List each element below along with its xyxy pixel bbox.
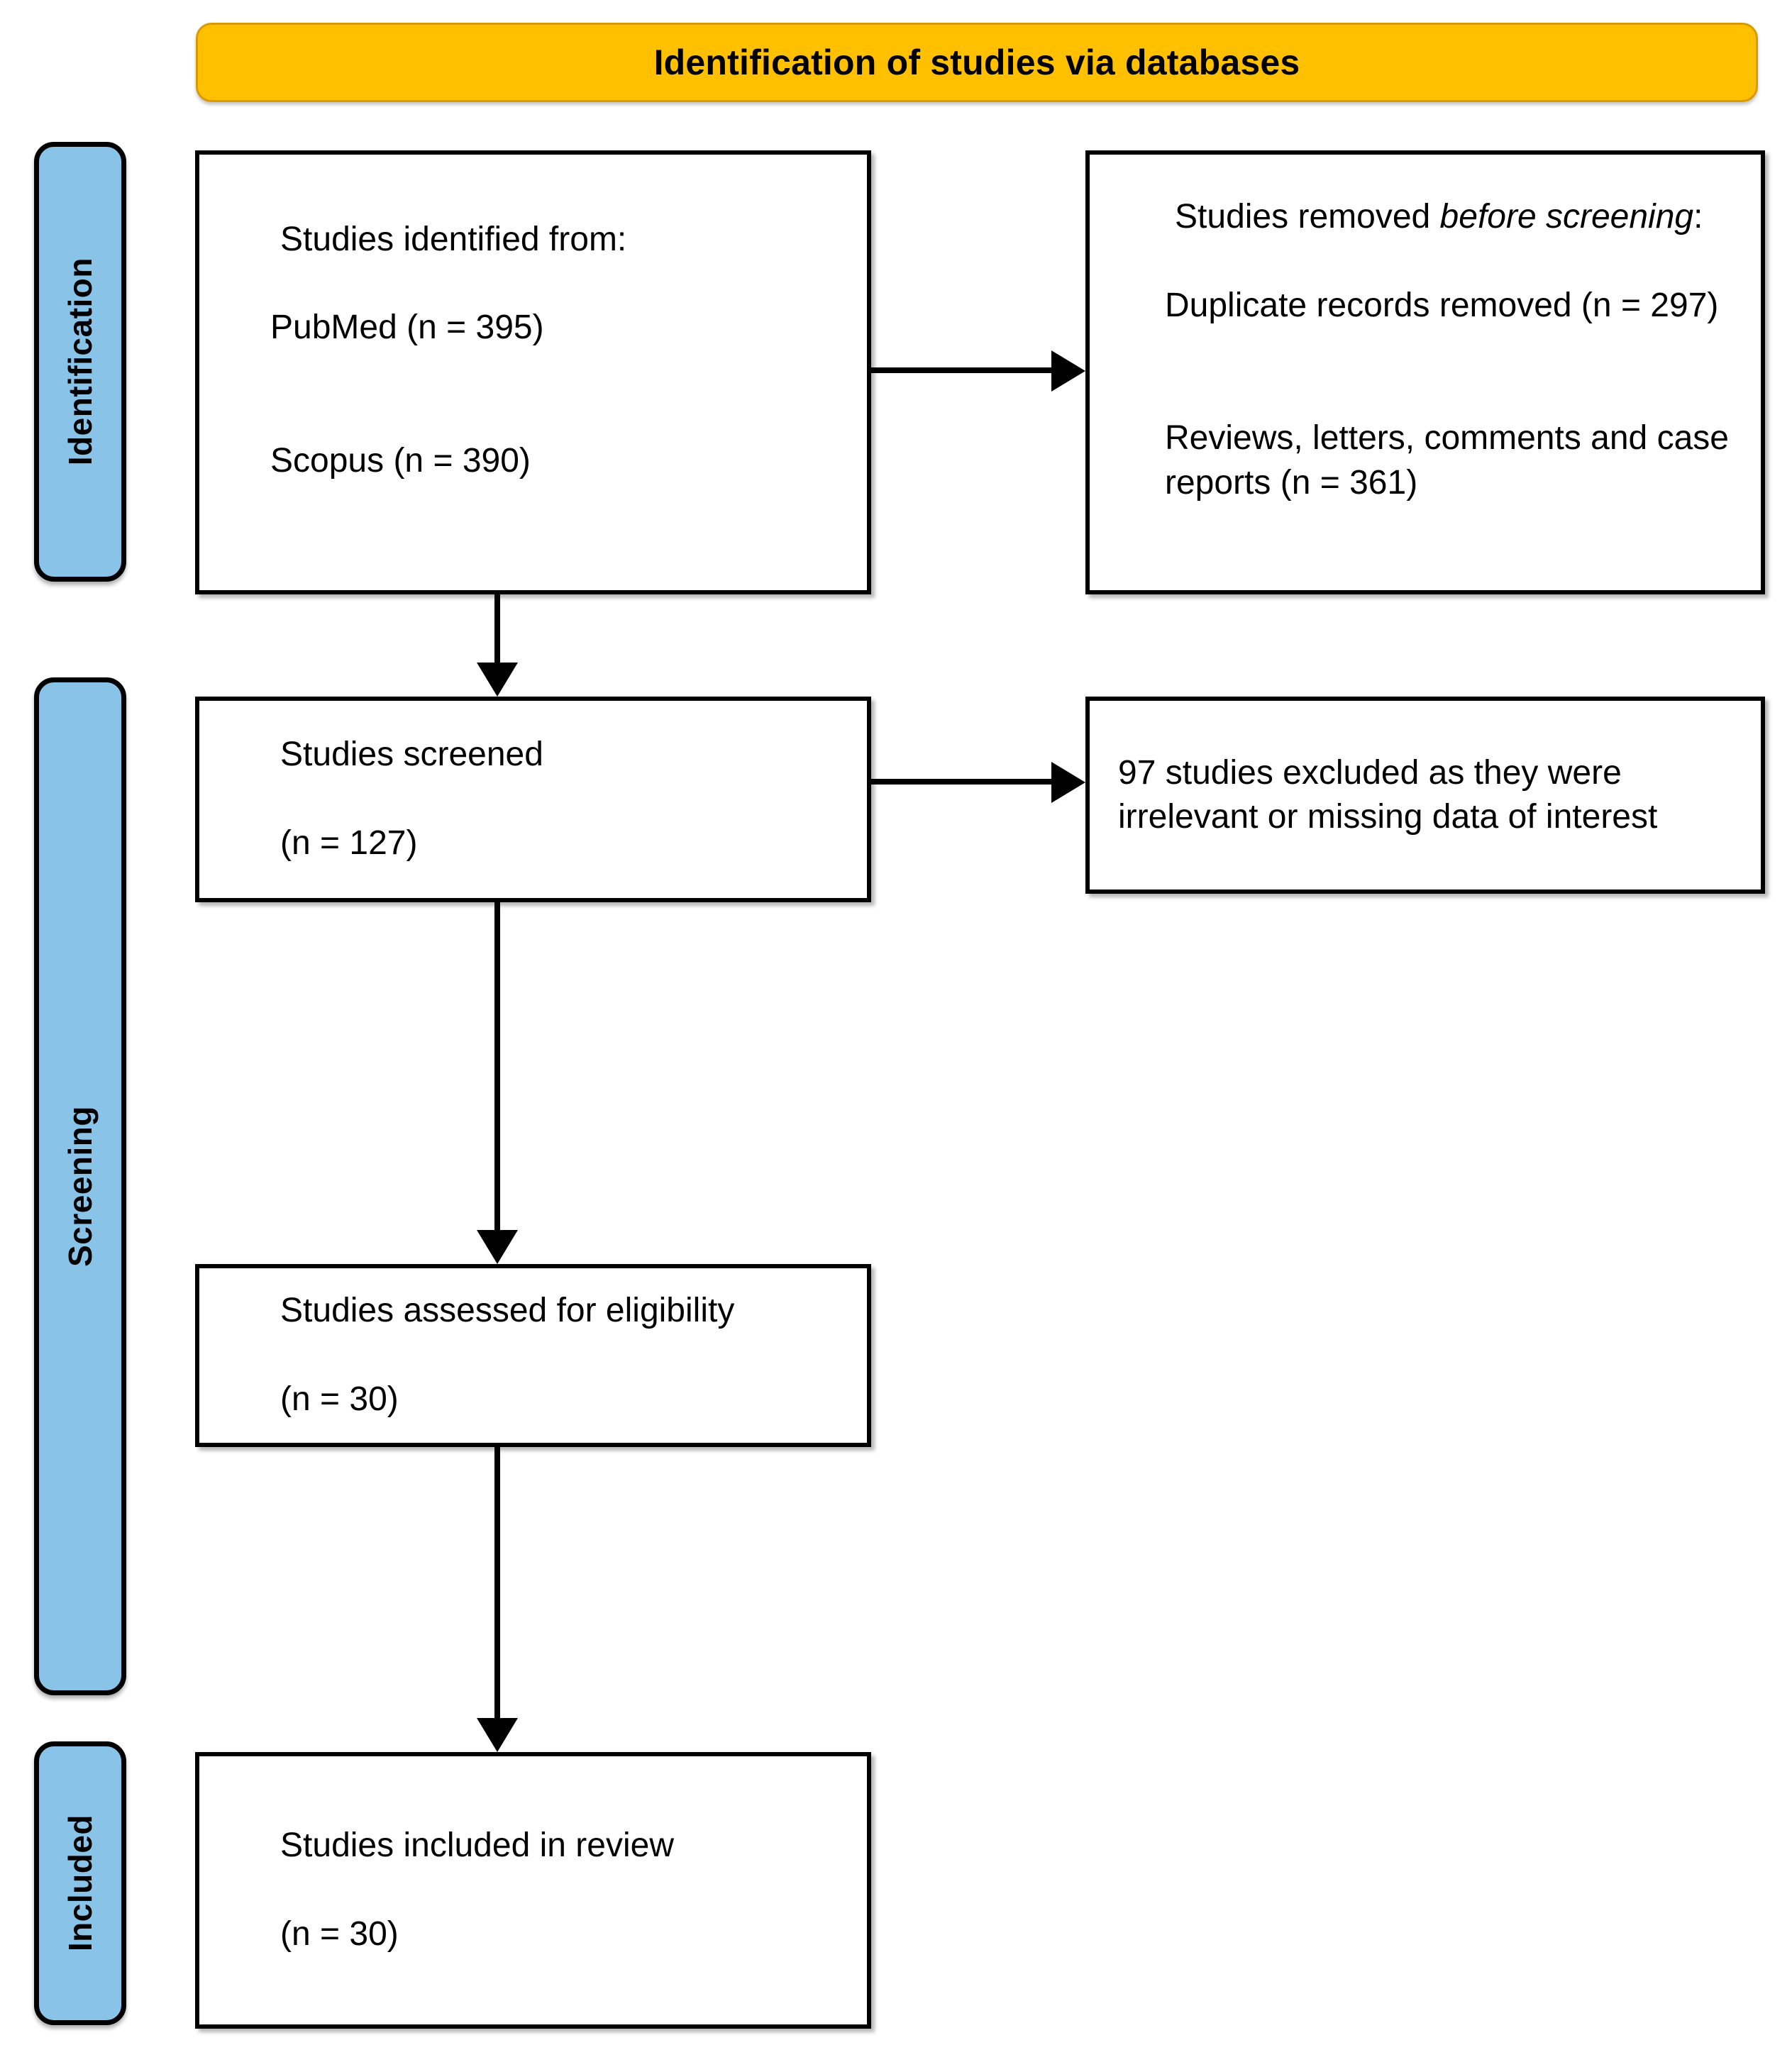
stage-label-included-text: Included: [62, 1814, 99, 1952]
studies-removed-heading: Studies removed before screening:: [1175, 198, 1703, 235]
box-studies-included-review: Studies included in review (n = 30): [195, 1752, 871, 2029]
studies-removed-heading-plain: Studies removed: [1175, 198, 1440, 236]
arrow-identified-to-removed-line: [871, 367, 1051, 373]
studies-removed-duplicates: Duplicate records removed (n = 297): [1165, 287, 1719, 325]
diagram-title: Identification of studies via databases: [653, 43, 1300, 82]
studies-identified-scopus: Scopus (n = 390): [270, 441, 531, 480]
arrow-eligibility-to-included-head-icon: [477, 1718, 518, 1752]
studies-removed-reviews: Reviews, letters, comments and case repo…: [1165, 419, 1739, 501]
arrow-identified-to-removed-head-icon: [1051, 350, 1085, 392]
arrow-eligibility-to-included-line: [494, 1447, 500, 1718]
studies-included-count: (n = 30): [280, 1915, 399, 1953]
box-studies-screened-text: Studies screened (n = 127): [199, 689, 867, 910]
studies-included-line-1: Studies included in review: [280, 1827, 674, 1865]
box-studies-included-text: Studies included in review (n = 30): [199, 1780, 867, 2001]
arrow-screened-to-excluded-line: [871, 779, 1051, 785]
stage-label-screening-text: Screening: [62, 1106, 99, 1267]
stage-label-screening: Screening: [34, 677, 126, 1695]
box-studies-removed-text: Studies removed before screening: Duplic…: [1090, 151, 1761, 594]
arrow-screened-to-eligibility-head-icon: [477, 1230, 518, 1264]
studies-removed-heading-italic: before screening: [1439, 198, 1694, 236]
studies-identified-pubmed: PubMed (n = 395): [270, 309, 544, 347]
studies-screened-line-1: Studies screened: [280, 736, 543, 774]
box-studies-excluded-text: 97 studies excluded as they were irrelev…: [1118, 753, 1658, 836]
stage-label-included: Included: [34, 1741, 126, 2025]
box-studies-assessed-text: Studies assessed for eligibility (n = 30…: [199, 1245, 867, 1466]
box-studies-excluded: 97 studies excluded as they were irrelev…: [1085, 697, 1765, 894]
box-studies-removed-before-screening: Studies removed before screening: Duplic…: [1085, 150, 1765, 594]
arrow-identified-to-screened-line: [494, 594, 500, 663]
box-studies-assessed-eligibility: Studies assessed for eligibility (n = 30…: [195, 1264, 871, 1447]
box-studies-identified: Studies identified from: PubMed (n = 395…: [195, 150, 871, 594]
stage-label-identification: Identification: [34, 142, 126, 582]
arrow-screened-to-excluded-head-icon: [1051, 762, 1085, 803]
stage-label-identification-text: Identification: [62, 257, 99, 466]
studies-removed-heading-suffix: :: [1693, 198, 1703, 236]
studies-identified-line-1: Studies identified from:: [280, 220, 627, 258]
studies-assessed-count: (n = 30): [280, 1380, 399, 1419]
diagram-header-banner: Identification of studies via databases: [196, 23, 1758, 102]
studies-screened-count: (n = 127): [280, 824, 418, 863]
arrow-identified-to-screened-head-icon: [477, 663, 518, 697]
studies-assessed-line-1: Studies assessed for eligibility: [280, 1292, 735, 1330]
box-studies-identified-text: Studies identified from: PubMed (n = 395…: [199, 173, 867, 572]
box-studies-screened: Studies screened (n = 127): [195, 697, 871, 902]
arrow-screened-to-eligibility-line: [494, 902, 500, 1230]
